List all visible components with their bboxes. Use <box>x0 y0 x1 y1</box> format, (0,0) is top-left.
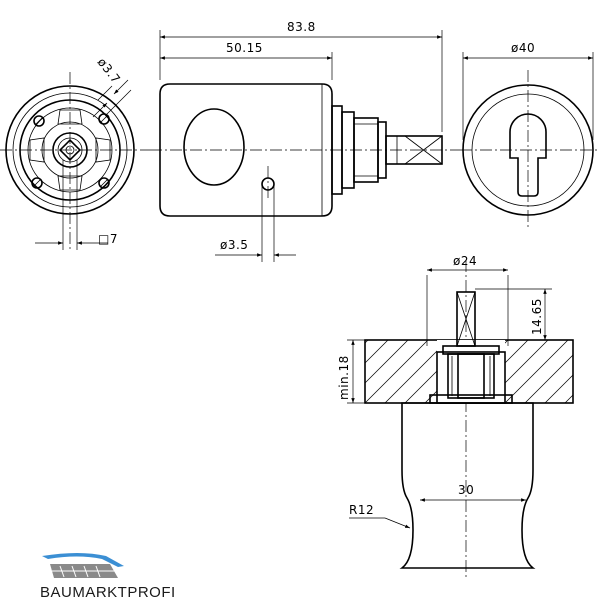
oval-window <box>183 108 245 186</box>
dim-neck-width: 30 <box>458 483 474 497</box>
dim-min-thickness: min.18 <box>337 355 351 400</box>
dim-neck-radius: R12 <box>349 503 374 517</box>
dim-square-drive: □7 <box>98 232 118 246</box>
pin-hole <box>33 115 45 127</box>
side-view: 83.8 50.15 ø3.5 <box>150 20 460 262</box>
knob-body <box>399 402 536 569</box>
logo-text: BAUMARKTPROFI <box>40 584 176 600</box>
pin-hole <box>98 113 110 125</box>
dim-rosette-diameter: ø24 <box>453 254 477 268</box>
pin-hole <box>31 177 43 189</box>
pin-hole <box>98 177 110 189</box>
panel-hatching <box>365 340 573 403</box>
rear-view: ø40 <box>460 41 600 230</box>
front-end-view: ø3.7 □7 <box>0 55 150 252</box>
dim-body-length: 50.15 <box>226 41 263 55</box>
installation-section: ø24 14.65 min.18 30 R12 <box>337 254 574 580</box>
dim-outer-diameter: ø40 <box>511 41 535 55</box>
keyhole-icon <box>509 113 547 197</box>
baumarktprofi-logo: BAUMARKTPROFI <box>40 553 176 600</box>
dim-drive-projection: 14.65 <box>530 298 544 335</box>
dim-hole-diameter: ø3.5 <box>220 238 248 252</box>
dim-pin-diameter: ø3.7 <box>95 55 124 86</box>
dim-overall-length: 83.8 <box>287 20 316 34</box>
roof-icon <box>42 553 124 567</box>
